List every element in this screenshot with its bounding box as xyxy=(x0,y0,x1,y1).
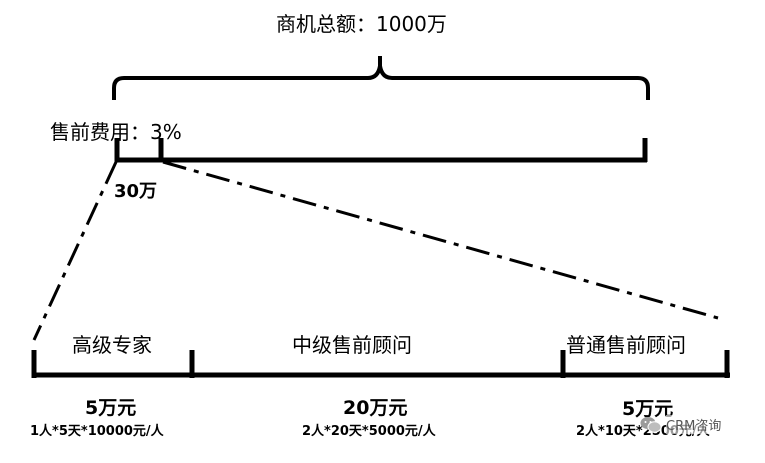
zoom-line-left xyxy=(32,161,118,341)
total-label: 商机总额：1000万 xyxy=(276,12,447,36)
role-regular-presales: 普通售前顾问 xyxy=(566,333,686,357)
presales-amount: 30万 xyxy=(114,181,158,202)
role-mid-presales: 中级售前顾问 xyxy=(292,333,412,357)
wechat-logo-icon xyxy=(640,416,662,433)
amount-senior-expert: 5万元 xyxy=(85,397,137,419)
amount-mid-presales: 20万元 xyxy=(343,397,408,419)
zoom-line-right xyxy=(162,160,719,320)
watermark-text: CRM咨询 xyxy=(666,415,722,434)
calc-senior-expert: 1人*5天*10000元/人 xyxy=(30,424,164,439)
total-brace xyxy=(112,56,650,100)
calc-mid-presales: 2人*20天*5000元/人 xyxy=(302,424,436,439)
watermark: CRM咨询 xyxy=(640,415,722,434)
role-senior-expert: 高级专家 xyxy=(72,333,152,357)
presales-label: 售前费用：3% xyxy=(50,120,182,144)
amount-regular-presales: 5万元 xyxy=(622,398,674,420)
